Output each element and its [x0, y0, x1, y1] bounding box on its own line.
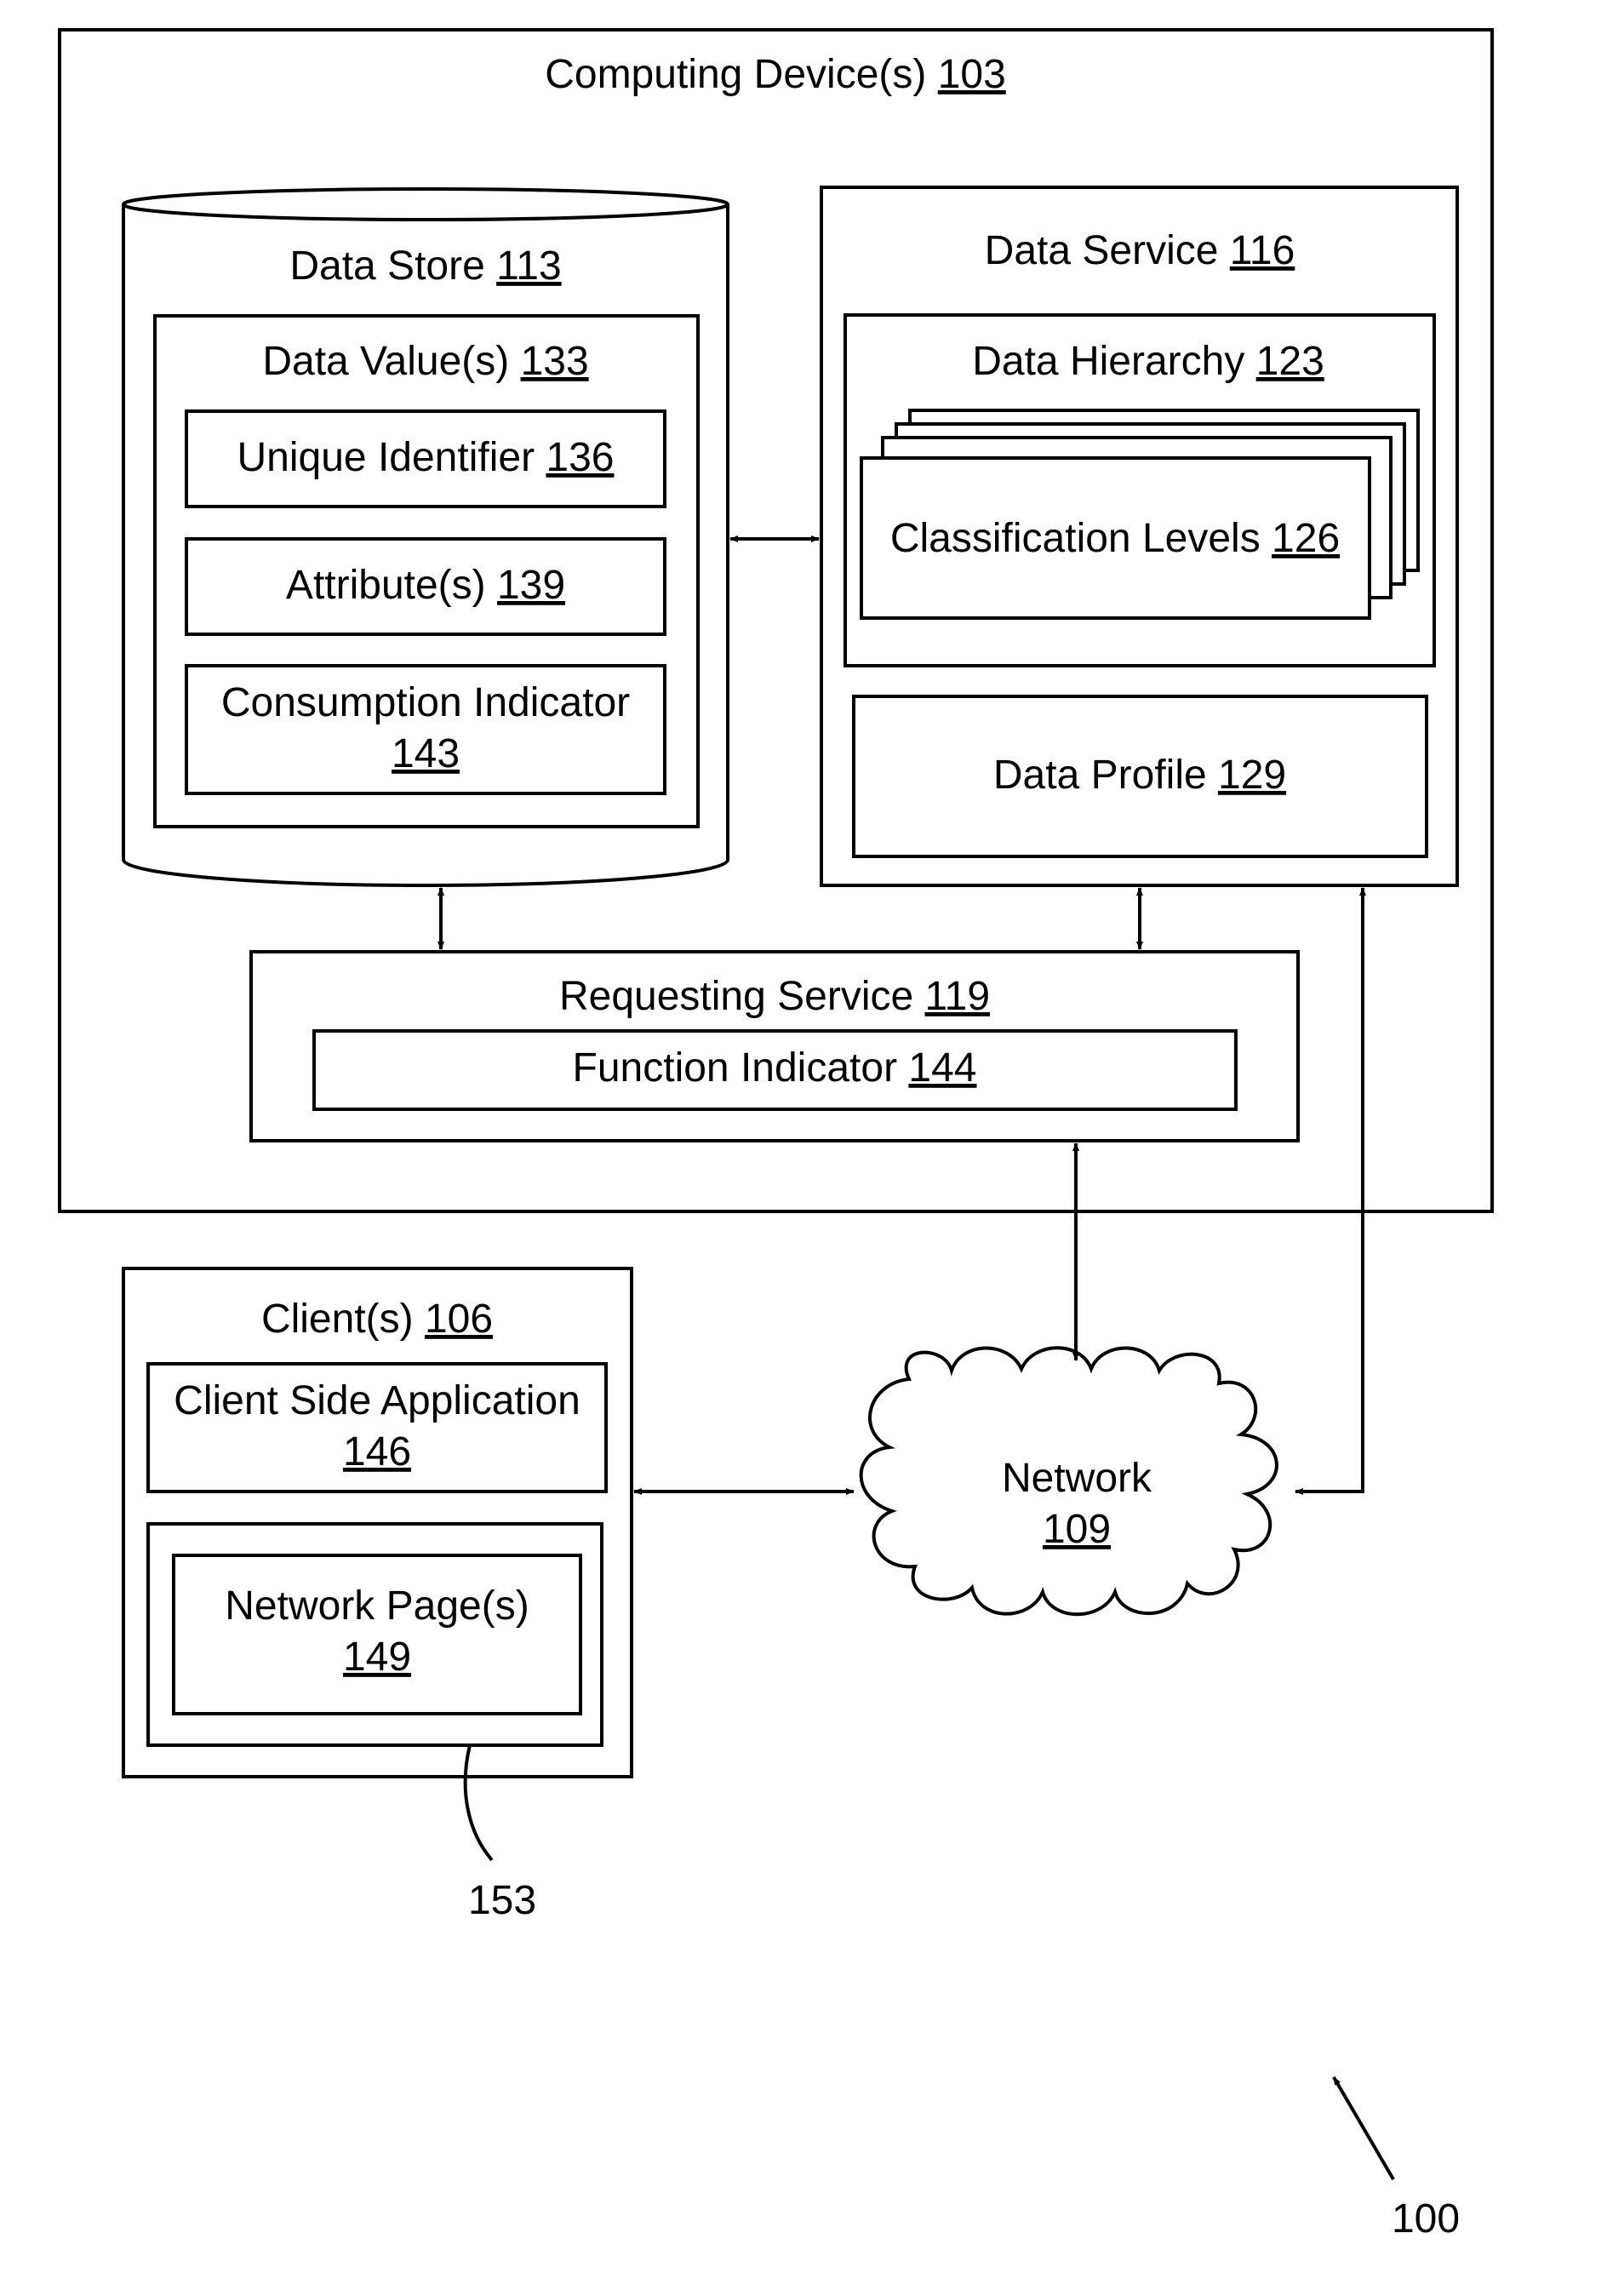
computing-device-ref: 103 — [938, 52, 1006, 97]
clients-ref: 106 — [425, 1297, 493, 1342]
attributes-text: Attribute(s) 139 — [286, 563, 565, 608]
data-hierarchy-ref: 123 — [1256, 339, 1324, 384]
network-ref: 109 — [1043, 1507, 1111, 1552]
data-profile-text: Data Profile 129 — [993, 753, 1286, 798]
data-values-ref: 133 — [521, 339, 589, 384]
client-side-application-label: Client Side Application — [174, 1378, 580, 1423]
requesting-service-label: Requesting Service — [559, 974, 925, 1019]
data-service-ref: 116 — [1230, 228, 1295, 273]
data-hierarchy-label: Data Hierarchy — [972, 339, 1255, 384]
clients-title: Client(s) 106 — [261, 1297, 493, 1342]
data-service-label: Data Service — [985, 228, 1230, 273]
unique-identifier-text: Unique Identifier 136 — [237, 435, 615, 480]
data-store-title: Data Store 113 — [289, 243, 561, 289]
computing-device-title: Computing Device(s) 103 — [545, 52, 1006, 97]
classification-levels-ref: 126 — [1272, 516, 1340, 561]
network-pages-ref: 149 — [343, 1635, 411, 1680]
attributes-ref: 139 — [497, 563, 565, 608]
data-hierarchy-title: Data Hierarchy 123 — [972, 339, 1324, 384]
data-store-ref: 113 — [496, 243, 562, 289]
client-side-application-ref: 146 — [343, 1429, 411, 1474]
requesting-service-title: Requesting Service 119 — [559, 974, 990, 1019]
data-values-title: Data Value(s) 133 — [262, 339, 588, 384]
ref-153-label: 153 — [468, 1878, 536, 1923]
ref-100-arrow — [1334, 2077, 1393, 2179]
classification-levels-label: Classification Levels — [890, 516, 1272, 561]
network-pages-label: Network Page(s) — [225, 1583, 529, 1629]
data-store-label: Data Store — [289, 243, 496, 289]
unique-identifier-ref: 136 — [546, 435, 614, 480]
attributes-label: Attribute(s) — [286, 563, 497, 608]
data-profile-ref: 129 — [1218, 753, 1286, 798]
classification-levels-text: Classification Levels 126 — [890, 516, 1340, 561]
function-indicator-label: Function Indicator — [573, 1045, 909, 1091]
requesting-service-ref: 119 — [925, 974, 991, 1019]
data-service-title: Data Service 116 — [985, 228, 1295, 273]
network-label: Network — [1002, 1456, 1152, 1501]
data-values-label: Data Value(s) — [262, 339, 520, 384]
clients-label: Client(s) — [261, 1297, 425, 1342]
unique-identifier-label: Unique Identifier — [237, 435, 546, 480]
function-indicator-ref: 144 — [908, 1045, 976, 1091]
classification-levels-stack — [861, 410, 1418, 618]
consumption-indicator-label: Consumption Indicator — [221, 680, 630, 725]
consumption-indicator-ref: 143 — [392, 731, 460, 776]
ref-100-label: 100 — [1392, 2196, 1460, 2242]
computing-device-label: Computing Device(s) — [545, 52, 937, 97]
data-profile-label: Data Profile — [993, 753, 1218, 798]
function-indicator-text: Function Indicator 144 — [573, 1045, 977, 1091]
